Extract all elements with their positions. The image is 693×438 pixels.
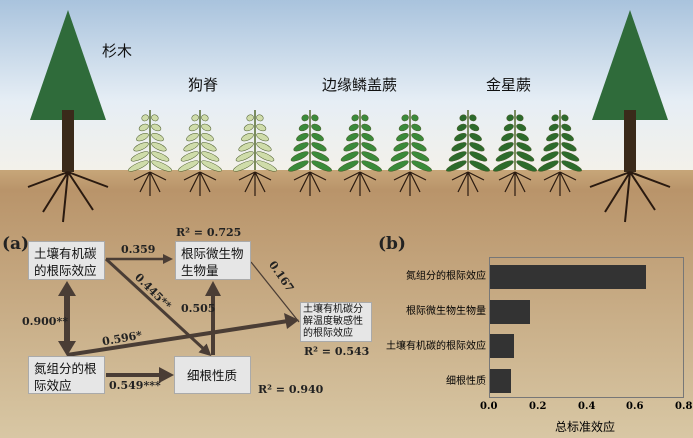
coef-soc-mbc: 0.359	[121, 243, 156, 256]
fir-label: 杉木	[102, 42, 133, 60]
fern-icon	[446, 110, 490, 196]
bar	[490, 299, 531, 324]
fern3-label: 金星蕨	[486, 76, 532, 94]
x-tick-label: 0.4	[578, 401, 596, 412]
x-axis-label: 总标准效应	[555, 420, 616, 434]
bar	[490, 265, 647, 289]
fir-tree-right-icon	[589, 10, 671, 223]
category-label: 根际微生物生物量	[406, 306, 486, 317]
coef-soc-n: 0.900**	[22, 315, 68, 328]
x-tick-label: 0.0	[480, 401, 498, 412]
r2-temp: R² = 0.543	[304, 345, 370, 358]
sky	[0, 0, 693, 170]
x-tick-label: 0.6	[626, 401, 644, 412]
category-label: 氮组分的根际效应	[406, 271, 486, 282]
fern-icon	[493, 110, 537, 196]
coef-n-root: 0.549***	[109, 379, 161, 392]
fern-icon	[288, 110, 332, 196]
fern2-label: 边缘鳞盖蕨	[322, 76, 398, 94]
fern1-label: 狗脊	[188, 76, 219, 94]
box-mbc: 根际微生物生物量	[175, 241, 251, 280]
fern-icon	[128, 110, 172, 196]
x-tick-label: 0.8	[675, 401, 693, 412]
fern-icon	[233, 110, 277, 196]
x-tick-label: 0.2	[529, 401, 547, 412]
r2-root: R² = 0.940	[258, 383, 324, 396]
category-label: 细根性质	[446, 376, 486, 387]
bar	[490, 368, 511, 393]
fern-icon	[538, 110, 582, 196]
coef-root-mbc: 0.505	[181, 302, 216, 315]
box-fine-root: 细根性质	[174, 356, 251, 394]
box-nitrogen: 氮组分的根际效应	[28, 356, 105, 394]
fir-tree-left-icon	[27, 10, 109, 223]
r2-mbc: R² = 0.725	[176, 226, 242, 239]
category-label: 土壤有机碳的根际效应	[386, 341, 486, 352]
bar	[490, 334, 514, 358]
box-soc: 土壤有机碳的根际效应	[28, 241, 105, 280]
bar-chart-frame	[489, 257, 684, 398]
box-temp-sensitivity: 土壤有机碳分解温度敏感性的根际效应	[300, 302, 372, 342]
fern-icon	[388, 110, 432, 196]
panel-b-label: (b)	[378, 234, 406, 254]
panel-a-label: (a)	[2, 234, 30, 254]
fern-icon	[178, 110, 222, 196]
fern-icon	[338, 110, 382, 196]
